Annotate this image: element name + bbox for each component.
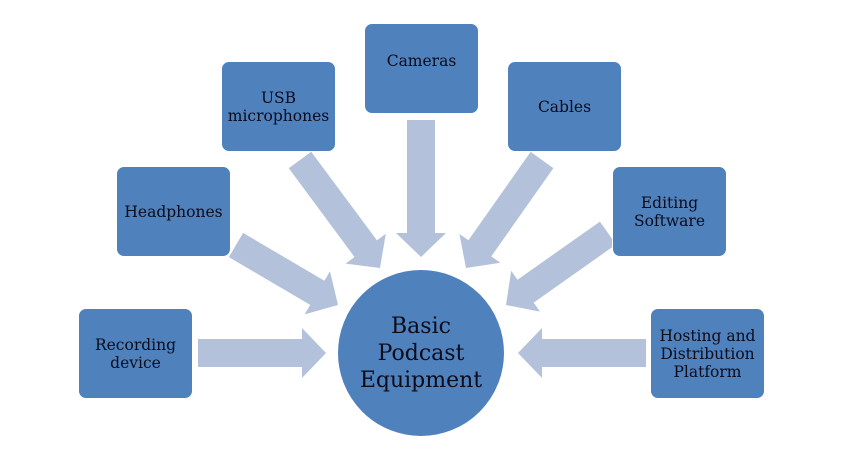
arrow-headphones (228, 232, 338, 315)
arrow-hosting-distribution-platform (518, 328, 646, 378)
node-label: USB microphones (227, 88, 330, 125)
center-node-basic-podcast-equipment: Basic Podcast Equipment (337, 269, 505, 437)
arrow-usb-microphones (288, 151, 386, 268)
arrow-editing-software (506, 221, 617, 312)
node-label: Headphones (124, 202, 223, 221)
node-label: Recording device (94, 335, 177, 372)
node-cameras: Cameras (364, 23, 479, 114)
node-label: Cables (537, 97, 592, 116)
arrow-cameras (396, 120, 446, 257)
node-recording-device: Recording device (78, 308, 193, 399)
arrow-cables (459, 151, 554, 268)
node-label: Editing Software (633, 193, 705, 230)
node-cables: Cables (507, 61, 622, 152)
arrow-recording-device (198, 328, 326, 378)
node-label: Cameras (386, 51, 457, 70)
node-usb-microphones: USB microphones (221, 61, 336, 152)
center-label: Basic Podcast Equipment (359, 313, 483, 393)
node-hosting-distribution-platform: Hosting and Distribution Platform (650, 308, 765, 399)
node-label: Hosting and Distribution Platform (659, 326, 756, 381)
node-editing-software: Editing Software (612, 166, 727, 257)
node-headphones: Headphones (116, 166, 231, 257)
